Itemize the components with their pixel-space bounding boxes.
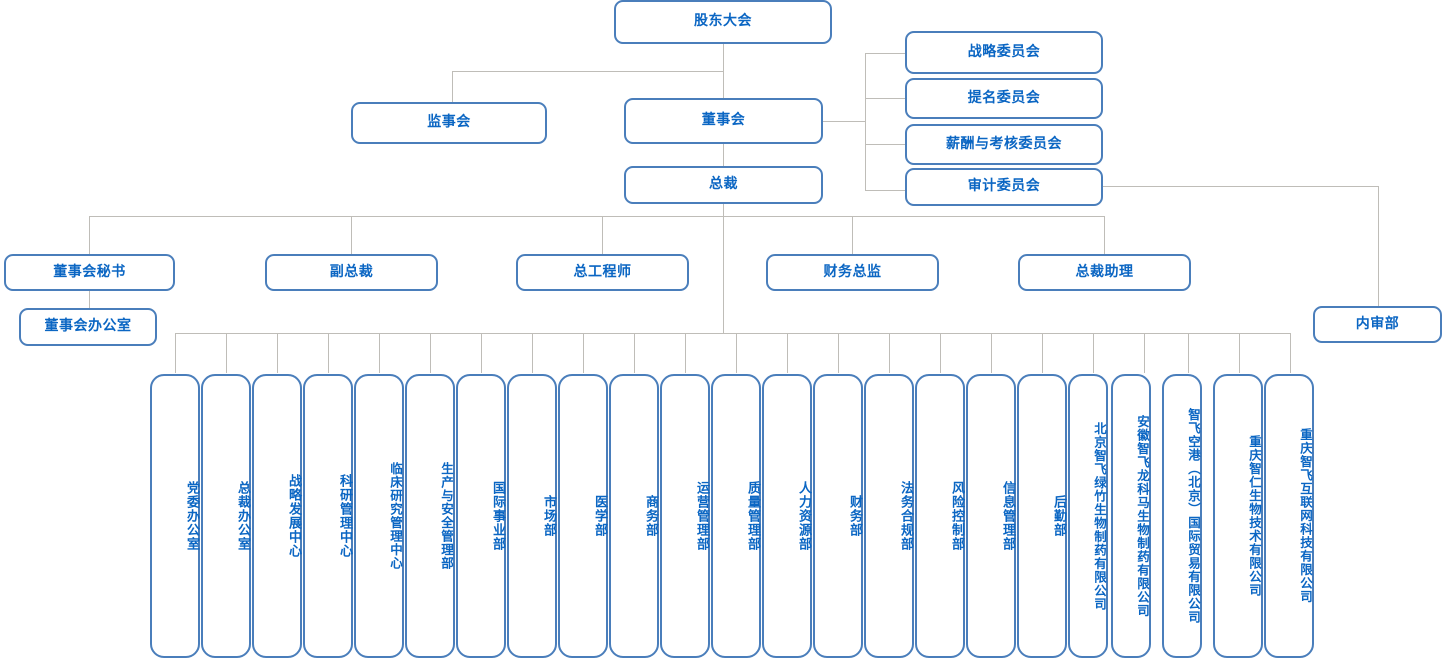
connector-dept-drop-9 [583,333,584,373]
connector-dept-drop-22 [1239,333,1240,373]
node-dept-marketing[interactable]: 市场部 [507,374,557,658]
connector-dept-drop-6 [430,333,431,373]
connector-committee-1 [865,53,905,54]
node-chief-engineer[interactable]: 总工程师 [516,254,689,291]
node-dept-logistics[interactable]: 后勤部 [1017,374,1067,658]
node-committee-compensation[interactable]: 薪酬与考核委员会 [905,124,1103,165]
connector-department-bus [175,333,1290,334]
connector-dept-drop-11 [685,333,686,373]
node-dept-production-safety-management[interactable]: 生产与安全管理部 [405,374,455,658]
node-subsidiary-chongqing-zhiren[interactable]: 重庆智仁生物技术有限公司 [1213,374,1263,658]
connector-exec-3 [602,216,603,254]
connector-president-drop [723,204,724,216]
node-president-assistant[interactable]: 总裁助理 [1018,254,1191,291]
connector-dept-drop-5 [379,333,380,373]
connector-dept-drop-13 [787,333,788,373]
node-committee-nomination[interactable]: 提名委员会 [905,78,1103,119]
node-dept-medical[interactable]: 医学部 [558,374,608,658]
node-internal-audit[interactable]: 内审部 [1313,306,1442,343]
node-dept-rd-management-center[interactable]: 科研管理中心 [303,374,353,658]
node-dept-operations-management[interactable]: 运营管理部 [660,374,710,658]
node-shareholders-meeting[interactable]: 股东大会 [614,0,832,44]
node-supervisory-board[interactable]: 监事会 [351,102,547,144]
connector-shareholders-to-board [723,44,724,102]
connector-dept-drop-3 [277,333,278,373]
connector-president-to-depts [723,216,724,333]
node-dept-clinical-research-management-center[interactable]: 临床研究管理中心 [354,374,404,658]
node-board-secretary[interactable]: 董事会秘书 [4,254,175,291]
connector-dept-drop-10 [634,333,635,373]
connector-dept-drop-23 [1290,333,1291,373]
connector-dept-drop-15 [889,333,890,373]
node-dept-risk-control[interactable]: 风险控制部 [915,374,965,658]
node-dept-human-resources[interactable]: 人力资源部 [762,374,812,658]
connector-internal-audit-drop [1378,186,1379,306]
connector-dept-drop-12 [736,333,737,373]
connector-dept-drop-19 [1093,333,1094,373]
node-dept-information-management[interactable]: 信息管理部 [966,374,1016,658]
connector-dept-drop-7 [481,333,482,373]
connector-exec-2 [351,216,352,254]
node-cfo[interactable]: 财务总监 [766,254,939,291]
connector-board-to-supervisory [452,71,723,72]
node-subsidiary-zhifei-konggang[interactable]: 智飞空港（北京）国际贸易有限公司 [1162,374,1202,658]
node-committee-audit[interactable]: 审计委员会 [905,168,1103,206]
connector-committee-3 [865,144,905,145]
connector-exec-4 [852,216,853,254]
connector-dept-drop-21 [1188,333,1189,373]
node-dept-commerce[interactable]: 商务部 [609,374,659,658]
node-dept-party-committee-office[interactable]: 党委办公室 [150,374,200,658]
connector-committee-2 [865,98,905,99]
node-dept-international-business[interactable]: 国际事业部 [456,374,506,658]
node-board-of-directors[interactable]: 董事会 [624,98,823,144]
connector-board-to-president [723,144,724,166]
connector-committee-bus [865,53,866,190]
node-dept-finance[interactable]: 财务部 [813,374,863,658]
node-president[interactable]: 总裁 [624,166,823,204]
node-subsidiary-anhui-longkema[interactable]: 安徽智飞龙科马生物制药有限公司 [1111,374,1151,658]
node-subsidiary-chongqing-internet[interactable]: 重庆智飞互联网科技有限公司 [1264,374,1314,658]
connector-audit-to-internal-audit [1103,186,1378,187]
connector-dept-drop-20 [1144,333,1145,373]
connector-committee-4 [865,190,905,191]
node-subsidiary-beijing-lvzhu[interactable]: 北京智飞绿竹生物制药有限公司 [1068,374,1108,658]
connector-dept-drop-16 [940,333,941,373]
connector-dept-drop-4 [328,333,329,373]
connector-dept-drop-17 [991,333,992,373]
connector-dept-drop-1 [175,333,176,373]
connector-exec-5 [1104,216,1105,254]
connector-dept-drop-8 [532,333,533,373]
connector-executive-bus [89,216,1105,217]
connector-dept-drop-2 [226,333,227,373]
node-dept-legal-compliance[interactable]: 法务合规部 [864,374,914,658]
node-committee-strategy[interactable]: 战略委员会 [905,31,1103,74]
connector-supervisory-drop [452,71,453,102]
connector-exec-1 [89,216,90,254]
connector-dept-drop-18 [1042,333,1043,373]
connector-board-to-committees [823,121,865,122]
connector-dept-drop-14 [838,333,839,373]
node-vice-president[interactable]: 副总裁 [265,254,438,291]
node-board-office[interactable]: 董事会办公室 [19,308,157,346]
node-dept-president-office[interactable]: 总裁办公室 [201,374,251,658]
connector-secretary-to-office [89,291,90,308]
node-dept-quality-management[interactable]: 质量管理部 [711,374,761,658]
node-dept-strategic-development-center[interactable]: 战略发展中心 [252,374,302,658]
